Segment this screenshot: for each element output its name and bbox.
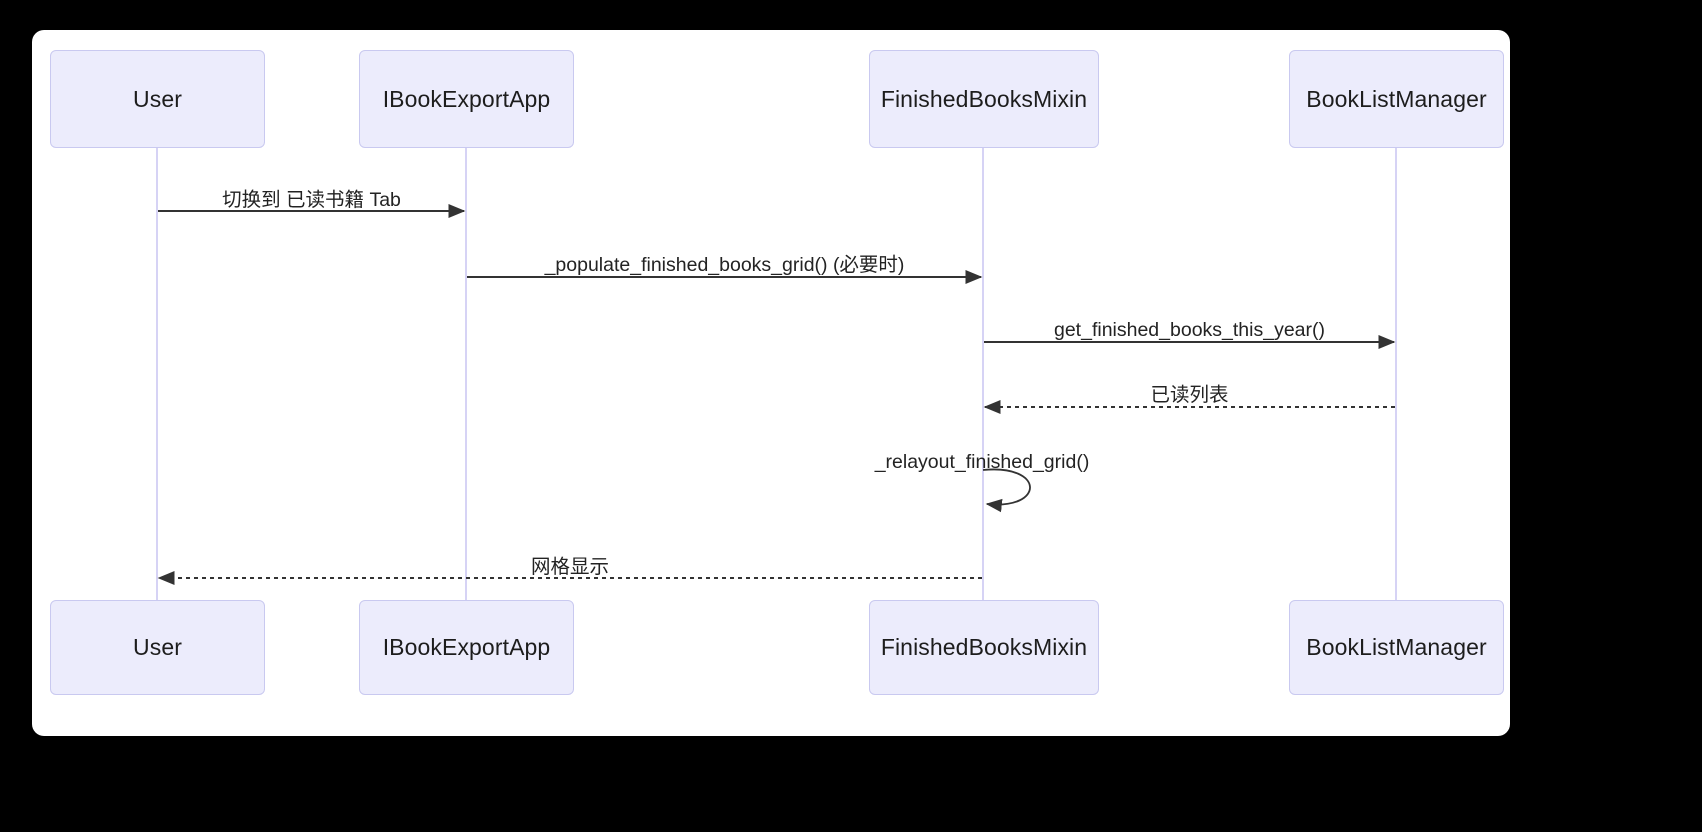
participant-box-app-top[interactable]: IBookExportApp [359,50,574,148]
participant-label-mixin: FinishedBooksMixin [880,634,1088,660]
participant-box-mixin-bottom[interactable]: FinishedBooksMixin [869,600,1099,695]
participant-box-app-bottom[interactable]: IBookExportApp [359,600,574,695]
participant-label-app: IBookExportApp [382,634,551,660]
participant-label-user: User [133,634,182,660]
message-arrows-group [157,203,1396,586]
participant-label-manager: BookListManager [1306,634,1487,660]
participant-box-manager-top[interactable]: BookListManager [1289,50,1504,148]
message-label-3: get_finished_books_this_year() [1053,319,1326,341]
diagram-canvas [32,30,1510,736]
message-label-2: _populate_finished_books_grid() (必要时) [544,254,905,276]
message-label-4: 已读列表 [1150,384,1229,406]
lifelines-group [156,148,1397,600]
participant-label-user: User [133,85,182,112]
participant-box-manager-bottom[interactable]: BookListManager [1289,600,1504,695]
participant-box-mixin-top[interactable]: FinishedBooksMixin [869,50,1099,148]
participant-label-manager: BookListManager [1306,85,1487,112]
participant-label-mixin: FinishedBooksMixin [880,85,1088,112]
message-arrow-self-5 [982,468,1031,513]
participant-box-user-bottom[interactable]: User [50,600,265,695]
participant-label-app: IBookExportApp [382,85,551,112]
participant-box-user-top[interactable]: User [50,50,265,148]
message-label-6: 网格显示 [530,556,610,578]
message-label-1: 切换到 已读书籍 Tab [222,189,401,211]
message-label-5: _relayout_finished_grid() [874,451,1090,473]
